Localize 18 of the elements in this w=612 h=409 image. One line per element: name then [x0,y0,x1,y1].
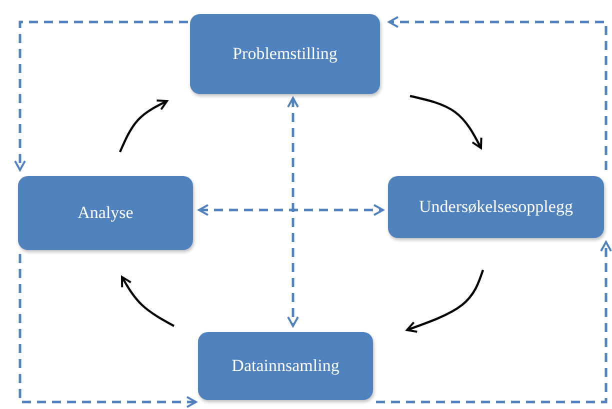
node-label: Undersøkelsesopplegg [419,197,573,217]
arrow [410,94,482,149]
process-box [18,176,193,250]
arrow [406,270,484,333]
arrow [376,241,612,404]
arrow [119,100,168,152]
arrow [198,204,384,216]
process-box [198,332,373,400]
node-label: Datainnsamling [232,356,340,376]
arrow [18,254,197,408]
arrow [14,20,188,171]
process-box [388,176,604,238]
node-label: Analyse [78,203,134,223]
arrow [388,16,608,170]
node-label: Problemstilling [232,44,338,64]
arrow [287,97,299,327]
process-box [190,14,380,94]
arrow [121,276,175,327]
